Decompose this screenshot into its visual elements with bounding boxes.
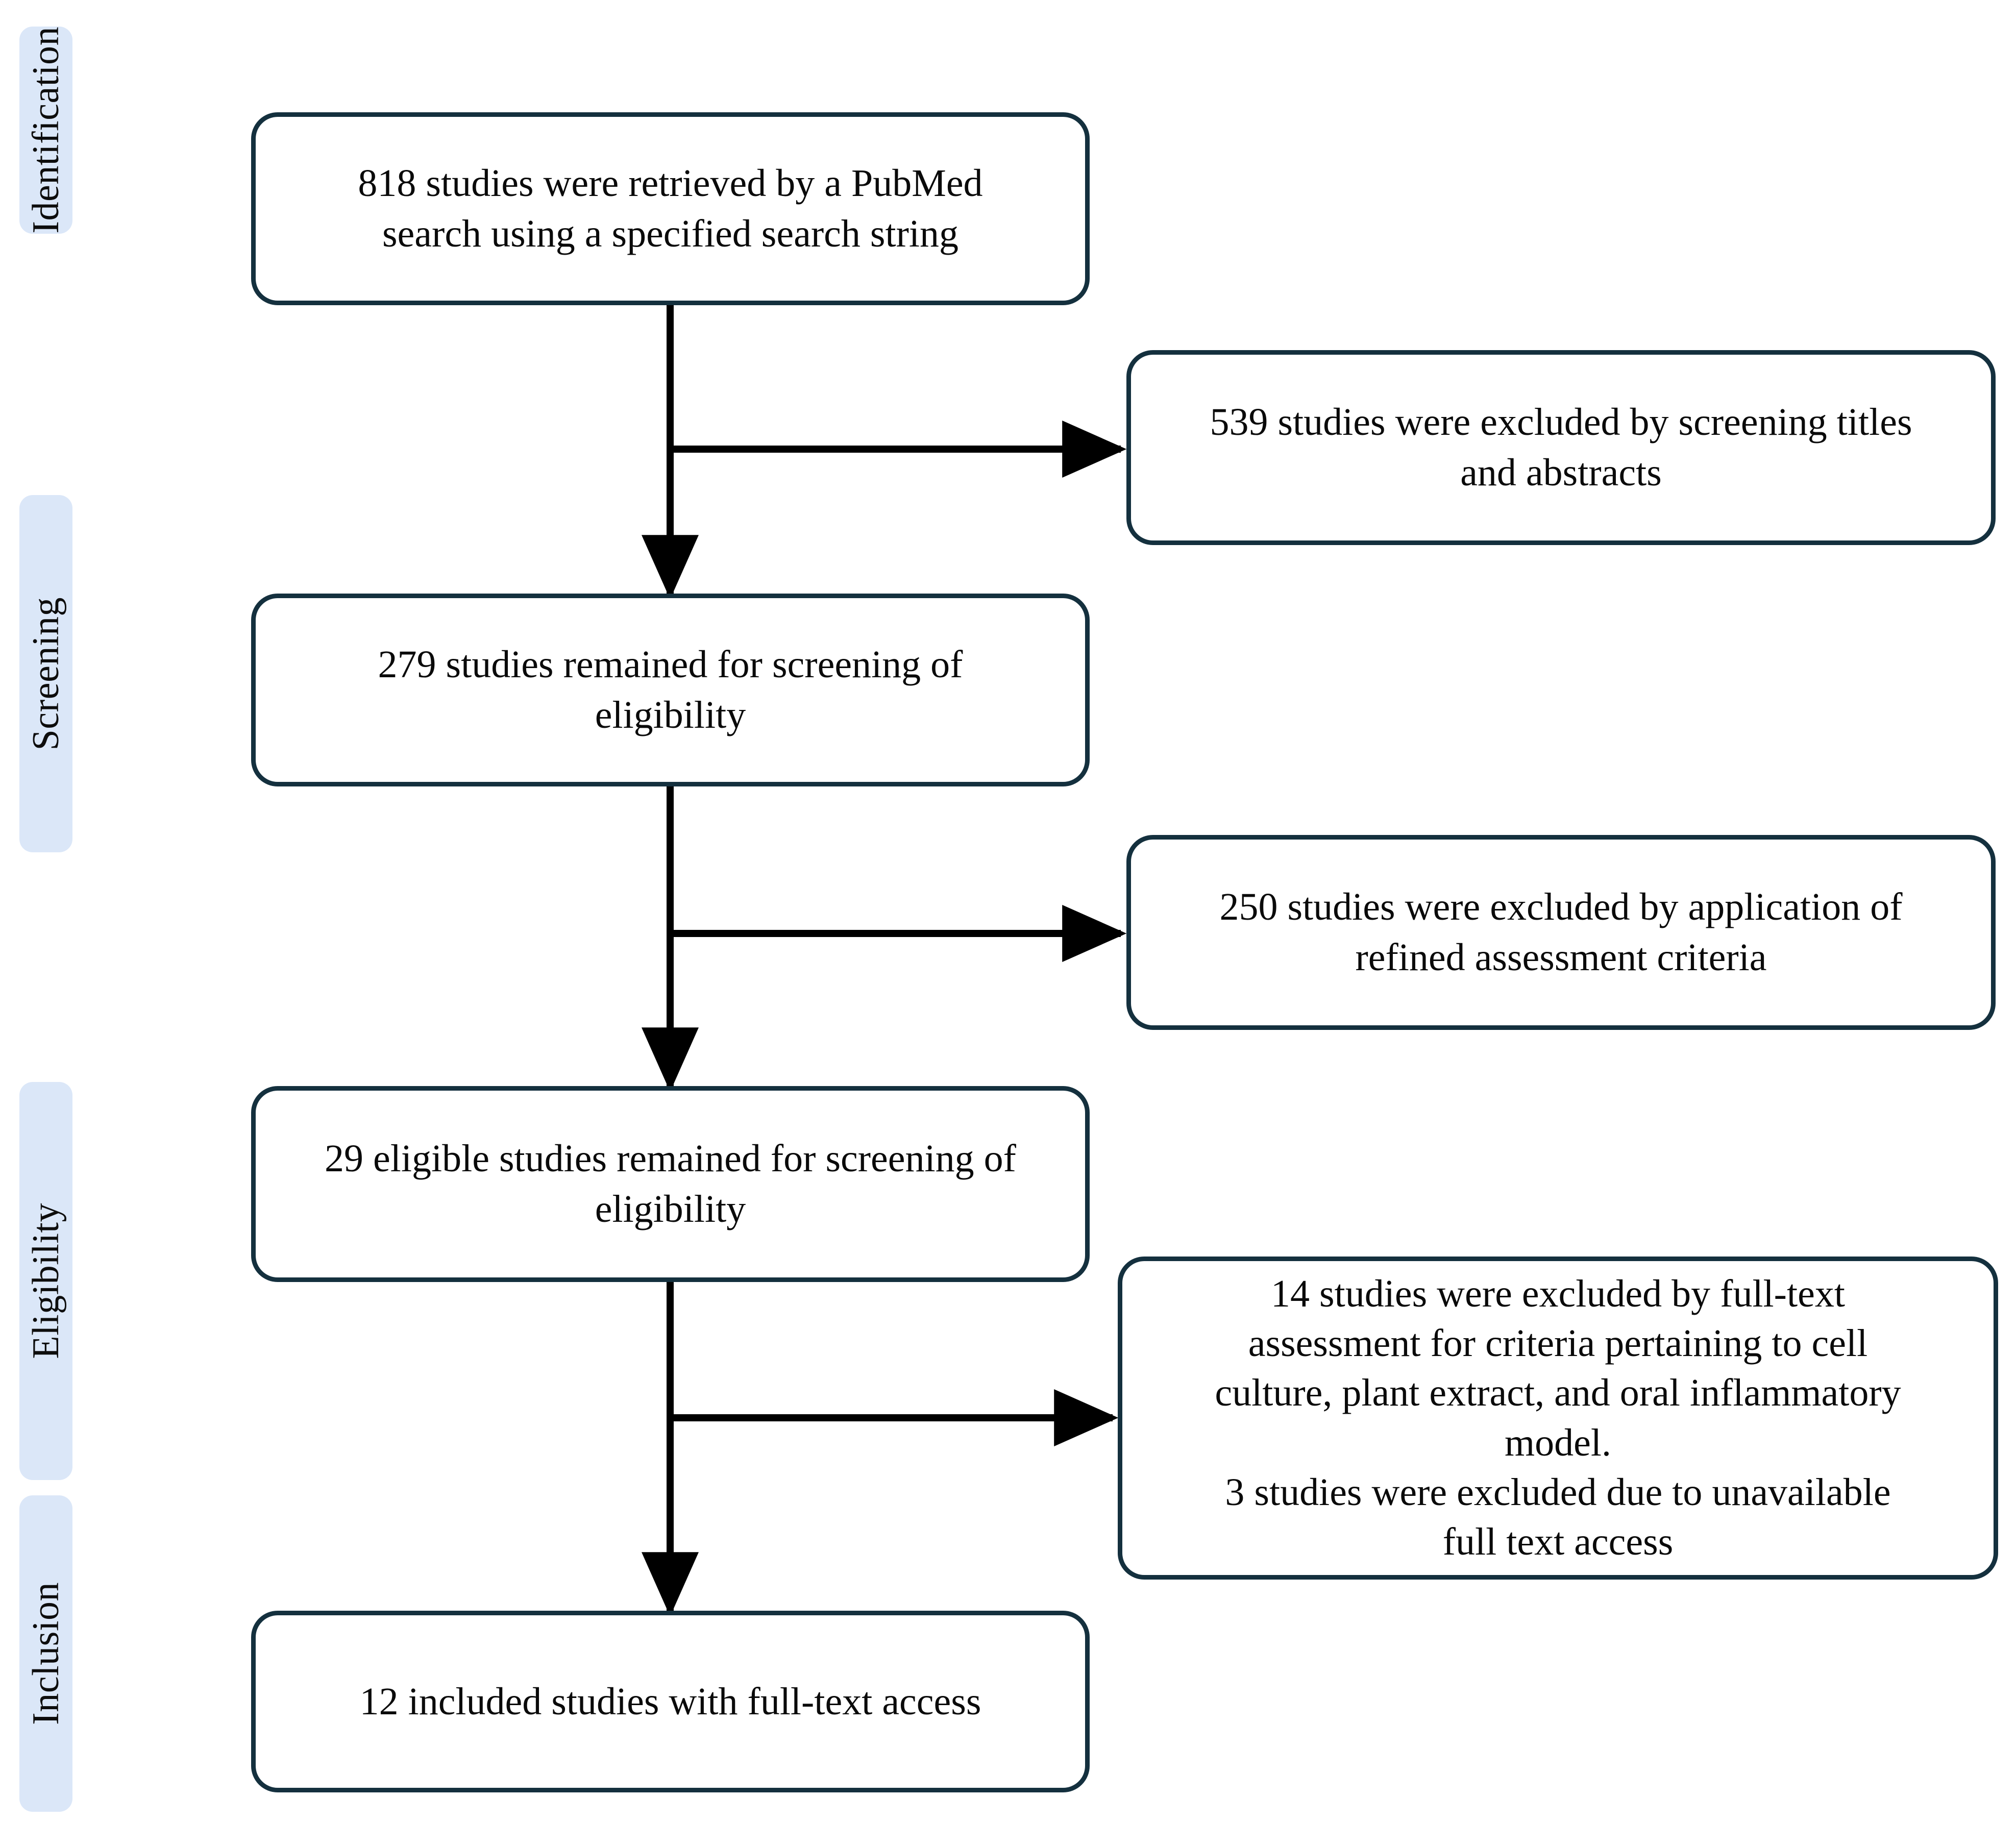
flow-box-remained-screening: 279 studies remained for screening of el…	[251, 594, 1090, 786]
stage-pill-inclusion: Inclusion	[19, 1495, 72, 1812]
flow-box-retrieved: 818 studies were retrieved by a PubMed s…	[251, 112, 1090, 305]
flow-box-excluded-titles-abstracts-text: 539 studies were excluded by screening t…	[1210, 401, 1912, 494]
stage-label-eligibility: Eligibility	[25, 1203, 67, 1359]
connector-screening-to-eligibility	[642, 786, 1127, 1092]
flow-box-excluded-refined-criteria-text: 250 studies were excluded by application…	[1219, 885, 1903, 979]
flow-box-included: 12 included studies with full-text acces…	[251, 1611, 1090, 1792]
flow-box-remained-screening-text: 279 studies remained for screening of el…	[378, 643, 963, 736]
flow-box-included-text: 12 included studies with full-text acces…	[359, 1680, 981, 1723]
stage-pill-screening: Screening	[19, 495, 72, 852]
flow-box-eligible-remained: 29 eligible studies remained for screeni…	[251, 1086, 1090, 1282]
flow-box-excluded-full-text: 14 studies were excluded by full-text as…	[1118, 1257, 1998, 1580]
flow-box-eligible-remained-text: 29 eligible studies remained for screeni…	[325, 1137, 1016, 1230]
connector-eligibility-to-inclusion	[642, 1282, 1119, 1617]
stage-label-screening: Screening	[25, 597, 67, 751]
stage-label-identification: Identification	[25, 27, 67, 234]
stage-pill-eligibility: Eligibility	[19, 1082, 72, 1480]
stage-pill-identification: Identification	[19, 27, 72, 234]
flow-box-excluded-full-text-text: 14 studies were excluded by full-text as…	[1215, 1272, 1901, 1564]
flow-box-excluded-refined-criteria: 250 studies were excluded by application…	[1126, 835, 1996, 1030]
flow-box-excluded-titles-abstracts: 539 studies were excluded by screening t…	[1126, 350, 1996, 545]
stage-label-inclusion: Inclusion	[25, 1582, 67, 1725]
flow-box-retrieved-text: 818 studies were retrieved by a PubMed s…	[358, 162, 983, 255]
connector-identification-to-screening	[642, 305, 1127, 600]
